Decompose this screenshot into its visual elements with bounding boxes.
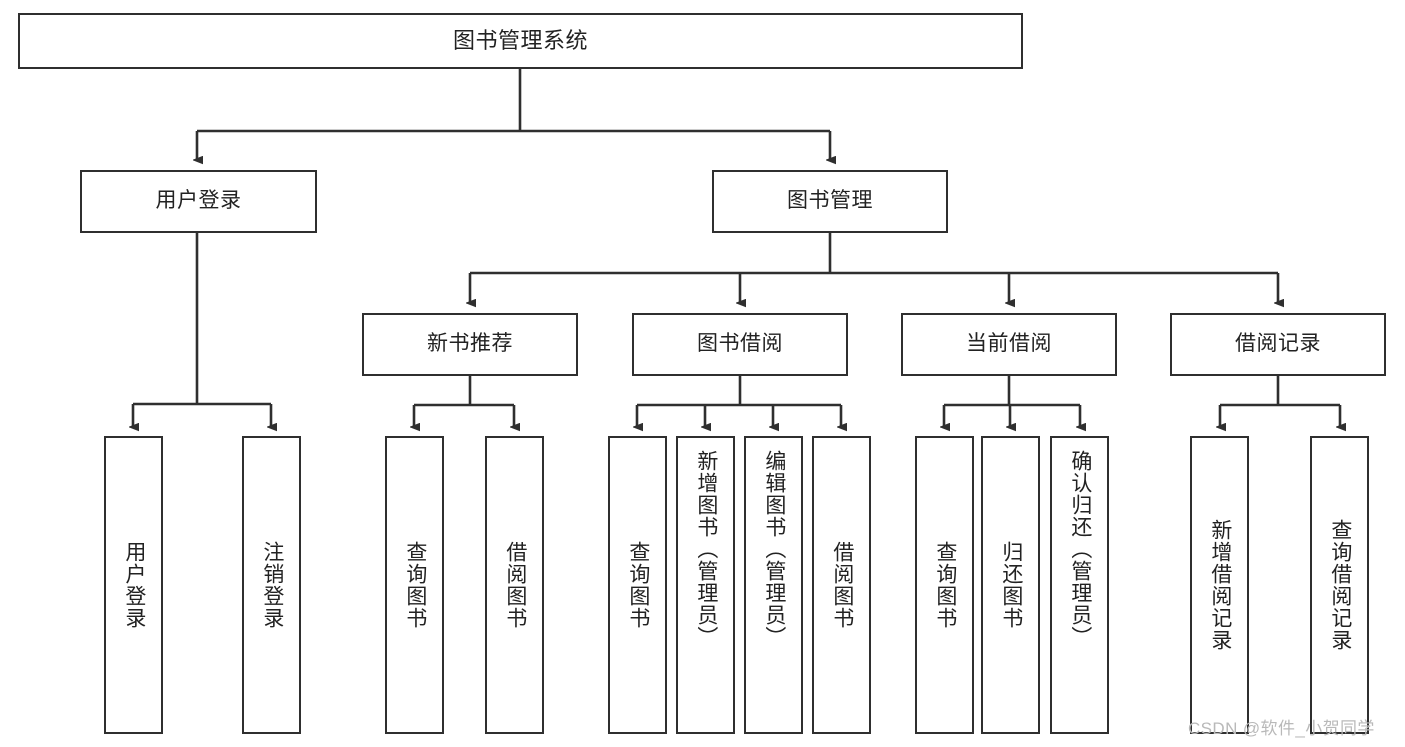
node-current-borrow[interactable]: 当前借阅 [901, 313, 1117, 376]
node-leaf-query-book-2[interactable]: 查询图书 [608, 436, 667, 734]
node-leaf-add-borrow-record[interactable]: 新增借阅记录 [1190, 436, 1249, 734]
node-label: 借阅图书 [503, 541, 527, 629]
node-label: 注销登录 [260, 541, 284, 629]
node-label: 新增图书（管理员） [694, 450, 718, 648]
node-label: 图书管理系统 [452, 28, 588, 54]
node-leaf-query-book-3[interactable]: 查询图书 [915, 436, 974, 734]
node-label: 归还图书 [999, 541, 1023, 629]
node-label: 用户登录 [122, 541, 146, 629]
node-label: 查询图书 [626, 541, 650, 629]
node-borrow-record[interactable]: 借阅记录 [1170, 313, 1386, 376]
node-label: 查询借阅记录 [1328, 519, 1352, 651]
node-label: 借阅记录 [1235, 332, 1321, 356]
node-leaf-return-book[interactable]: 归还图书 [981, 436, 1040, 734]
node-label: 查询图书 [403, 541, 427, 629]
node-leaf-user-login[interactable]: 用户登录 [104, 436, 163, 734]
node-book-management[interactable]: 图书管理 [712, 170, 948, 233]
node-label: 新增借阅记录 [1208, 519, 1232, 651]
node-book-borrow[interactable]: 图书借阅 [632, 313, 848, 376]
node-label: 用户登录 [155, 189, 242, 213]
node-leaf-borrow-book-2[interactable]: 借阅图书 [812, 436, 871, 734]
node-new-book-recommend[interactable]: 新书推荐 [362, 313, 578, 376]
node-label: 图书管理 [787, 189, 873, 213]
node-label: 新书推荐 [427, 332, 513, 356]
node-book-management-system[interactable]: 图书管理系统 [18, 13, 1023, 69]
node-label: 当前借阅 [966, 332, 1052, 356]
node-user-login[interactable]: 用户登录 [80, 170, 317, 233]
node-label: 查询图书 [933, 541, 957, 629]
node-leaf-edit-book[interactable]: 编辑图书（管理员） [744, 436, 803, 734]
node-label: 编辑图书（管理员） [762, 450, 786, 648]
node-label: 确认归还（管理员） [1068, 450, 1092, 648]
node-leaf-query-borrow-record[interactable]: 查询借阅记录 [1310, 436, 1369, 734]
node-label: 借阅图书 [830, 541, 854, 629]
node-leaf-logout-login[interactable]: 注销登录 [242, 436, 301, 734]
node-label: 图书借阅 [697, 332, 783, 356]
node-leaf-borrow-book-1[interactable]: 借阅图书 [485, 436, 544, 734]
node-leaf-confirm-return[interactable]: 确认归还（管理员） [1050, 436, 1109, 734]
node-leaf-query-book-1[interactable]: 查询图书 [385, 436, 444, 734]
node-leaf-add-book[interactable]: 新增图书（管理员） [676, 436, 735, 734]
watermark-text: CSDN @软件_小贺同学 [1188, 719, 1375, 738]
